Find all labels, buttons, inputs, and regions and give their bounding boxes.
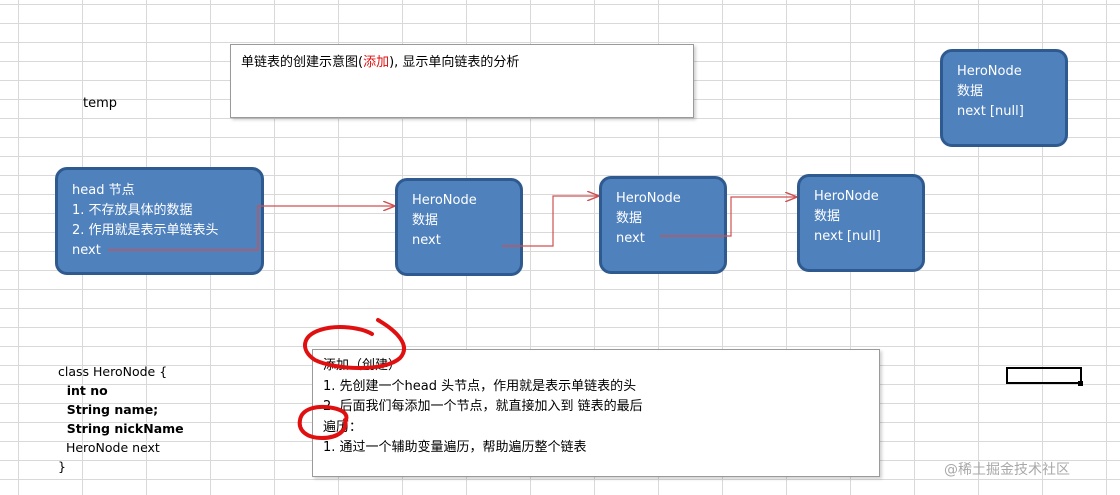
head-node: head 节点 1. 不存放具体的数据 2. 作用就是表示单链表头 next	[55, 167, 264, 275]
standalone-node-next: next [null]	[957, 104, 1024, 119]
class-line-1: class HeroNode {	[58, 364, 168, 379]
arrow-node2-to-node3	[660, 197, 796, 237]
head-node-title: head 节点	[72, 183, 135, 198]
head-node-desc1: 1. 不存放具体的数据	[72, 203, 193, 218]
hero-node-3-data: 数据	[814, 209, 841, 224]
notes-add-step2: 2. 后面我们每添加一个节点，就直接加入到 链表的最后	[323, 399, 643, 414]
head-node-desc2: 2. 作用就是表示单链表头	[72, 223, 219, 238]
notes-box: 添加（创建） 1. 先创建一个head 头节点，作用就是表示单链表的头 2. 后…	[312, 349, 880, 477]
title-box: 单链表的创建示意图(添加), 显示单向链表的分析	[230, 44, 694, 118]
hero-node-2-name: HeroNode	[616, 191, 681, 206]
class-line-5: HeroNode next	[58, 440, 160, 455]
title-suffix: ), 显示单向链表的分析	[389, 55, 520, 70]
red-circle-annotation-traverse	[297, 404, 349, 441]
notes-text: 添加（创建） 1. 先创建一个head 头节点，作用就是表示单链表的头 2. 后…	[323, 356, 643, 459]
hero-node-2-data: 数据	[616, 211, 643, 226]
class-line-4: String nickName	[58, 421, 184, 436]
hero-node-1-next: next	[412, 233, 441, 248]
temp-label: temp	[83, 96, 118, 111]
notes-add-title: 添加（创建）	[323, 358, 402, 373]
hero-node-3-name: HeroNode	[814, 189, 879, 204]
head-node-next: next	[72, 243, 101, 258]
arrow-node1-to-node2	[502, 196, 598, 247]
class-definition: class HeroNode { int no String name; Str…	[58, 362, 184, 476]
standalone-hero-node: HeroNode 数据 next [null]	[940, 49, 1068, 147]
notes-traverse-title: 遍历：	[323, 419, 363, 435]
title-highlight: 添加	[363, 55, 390, 70]
class-line-2: int no	[58, 383, 108, 398]
hero-node-2-next: next	[616, 231, 645, 246]
watermark: @稀土掘金技术社区	[944, 462, 1070, 478]
standalone-node-data: 数据	[957, 84, 984, 99]
arrow-head-to-node1	[108, 206, 394, 251]
class-line-3: String name;	[58, 402, 159, 417]
hero-node-1-data: 数据	[412, 213, 439, 228]
hero-node-2: HeroNode 数据 next	[599, 176, 727, 274]
notes-traverse-step1: 1. 通过一个辅助变量遍历，帮助遍历整个链表	[323, 440, 587, 455]
hero-node-3-next: next [null]	[814, 229, 881, 244]
selected-cell-handle[interactable]	[1078, 381, 1083, 386]
class-line-6: }	[58, 459, 66, 474]
title-prefix: 单链表的创建示意图(	[241, 55, 364, 70]
standalone-node-name: HeroNode	[957, 64, 1022, 79]
hero-node-3: HeroNode 数据 next [null]	[797, 174, 925, 272]
hero-node-1: HeroNode 数据 next	[395, 178, 523, 276]
selected-cell[interactable]	[1006, 367, 1082, 384]
title-text: 单链表的创建示意图(添加), 显示单向链表的分析	[241, 51, 519, 70]
red-circle-annotation-add	[303, 318, 406, 370]
hero-node-1-name: HeroNode	[412, 193, 477, 208]
notes-add-step1: 1. 先创建一个head 头节点，作用就是表示单链表的头	[323, 378, 637, 394]
